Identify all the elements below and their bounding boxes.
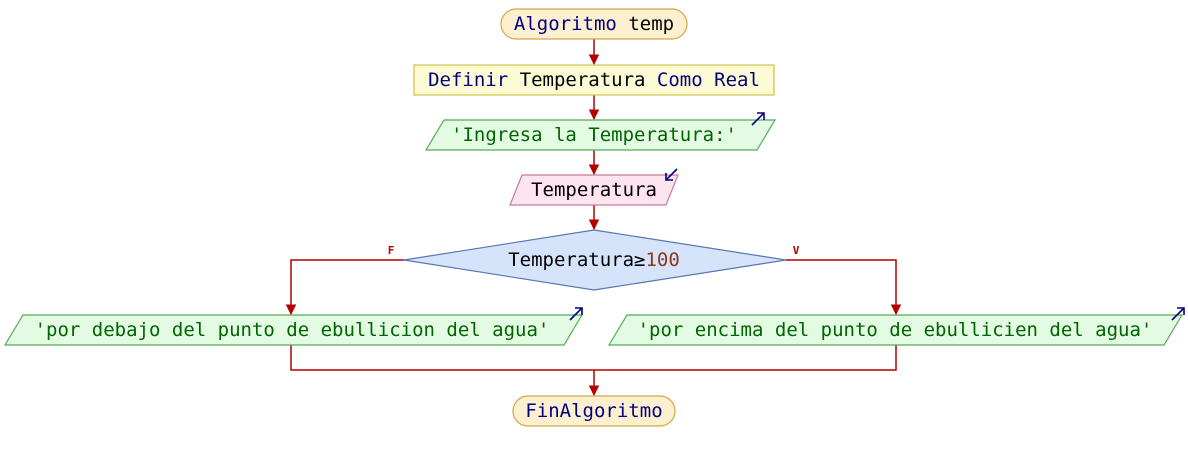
- true-branch-label: V: [793, 244, 800, 257]
- connectors: [285, 38, 902, 397]
- decision-label: Temperatura≥100: [508, 249, 680, 271]
- arrow-up-right-icon: [1171, 307, 1185, 321]
- start-terminal-shape: [500, 8, 688, 40]
- input-read-shape: [509, 174, 679, 206]
- output-false-branch: 'por debajo del punto de ebullicion del …: [3, 307, 584, 346]
- output-true-label: 'por encima del punto de ebullicien del …: [638, 319, 1153, 341]
- output-false-shape: [3, 314, 584, 346]
- output-prompt: 'Ingresa la Temperatura:': [424, 112, 777, 151]
- connector-true-merge: [594, 345, 897, 371]
- arrow-up-right-icon: [751, 112, 765, 126]
- define-process: Definir Temperatura Como Real: [413, 64, 775, 96]
- end-terminal-label: FinAlgoritmo: [525, 400, 662, 422]
- define-process-shape: [413, 64, 775, 96]
- output-false-label: 'por debajo del punto de ebullicion del …: [35, 319, 550, 341]
- output-true-shape: [607, 314, 1184, 346]
- decision-shape: [403, 229, 787, 291]
- arrow-up-right-icon: [569, 307, 583, 321]
- arrow-down-left-icon: [665, 168, 678, 181]
- end-terminal: FinAlgoritmo: [512, 395, 676, 427]
- end-terminal-shape: [512, 395, 676, 427]
- start-terminal-label: Algoritmo temp: [514, 13, 674, 35]
- decision: Temperatura≥100 F V: [388, 229, 800, 291]
- false-branch-label: F: [388, 244, 395, 257]
- connector-false-merge: [290, 345, 594, 371]
- define-process-label: Definir Temperatura Como Real: [428, 69, 760, 91]
- output-prompt-shape: [424, 119, 777, 151]
- connector-false-branch: [285, 259, 404, 316]
- output-prompt-label: 'Ingresa la Temperatura:': [451, 124, 737, 146]
- output-true-branch: 'por encima del punto de ebullicien del …: [607, 307, 1185, 346]
- input-read: Temperatura: [509, 168, 679, 206]
- input-read-label: Temperatura: [531, 179, 657, 201]
- connector-true-branch: [786, 259, 902, 316]
- start-terminal: Algoritmo temp: [500, 8, 688, 40]
